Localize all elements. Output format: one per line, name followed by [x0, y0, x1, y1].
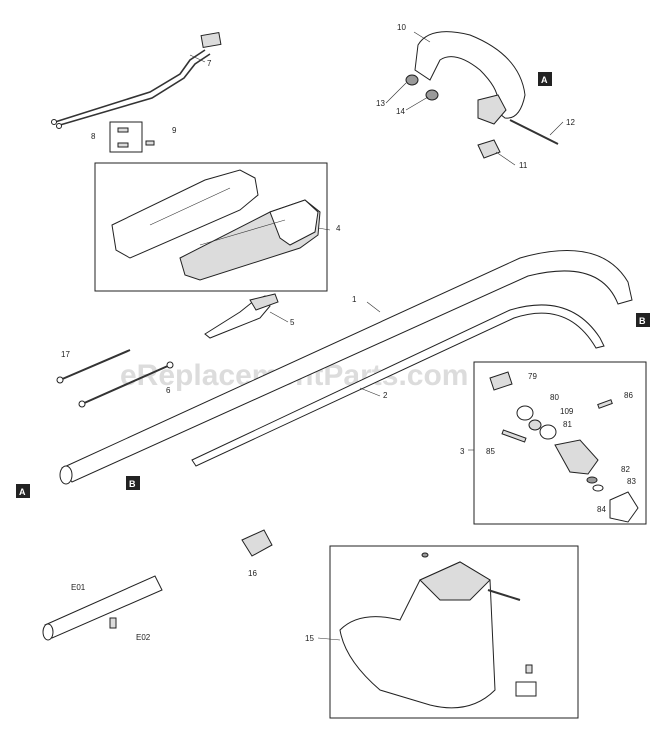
handle-assembly-box — [94, 162, 328, 292]
loop-handle — [405, 31, 559, 159]
part-label-17: 17 — [61, 350, 70, 359]
marker-a-top-label: A — [541, 75, 548, 85]
screw-box — [109, 121, 143, 153]
marker-a-left: A — [16, 484, 30, 498]
main-tube — [59, 249, 633, 485]
part-label-13: 13 — [376, 99, 385, 108]
part-label-2: 2 — [383, 391, 388, 400]
guard-box — [329, 545, 579, 719]
part-label-11: 11 — [519, 161, 528, 170]
gear-assembly-box — [473, 361, 647, 525]
part-label-4: 4 — [336, 224, 341, 233]
part-label-85: 85 — [486, 447, 495, 456]
part-label-84: 84 — [597, 505, 606, 514]
handle-housing — [111, 169, 321, 281]
part-label-16: 16 — [248, 569, 257, 578]
part-label-10: 10 — [397, 23, 406, 32]
part-label-80: 80 — [550, 393, 559, 402]
part-label-3: 3 — [460, 447, 465, 456]
wire-harness — [51, 31, 222, 129]
marker-b-right-label: B — [639, 316, 646, 326]
part-labels: 10 7 13 14 12 9 8 11 4 1 5 17 79 6 2 80 … — [61, 23, 636, 643]
part-label-83: 83 — [627, 477, 636, 486]
throttle-lever — [204, 293, 279, 339]
part-label-9: 9 — [172, 126, 177, 135]
part-label-8: 8 — [91, 132, 96, 141]
part-label-1: 1 — [352, 295, 357, 304]
cables — [56, 349, 174, 408]
part-label-5: 5 — [290, 318, 295, 327]
marker-b-right: B — [636, 313, 650, 327]
part-label-79: 79 — [528, 372, 537, 381]
part-label-12: 12 — [566, 118, 575, 127]
part-label-6: 6 — [166, 386, 171, 395]
drive-shaft — [191, 304, 605, 467]
guard — [339, 552, 537, 709]
extension-tube — [42, 575, 163, 641]
gear-parts — [489, 371, 639, 523]
leader-lines — [189, 31, 564, 641]
marker-b-left: B — [126, 476, 140, 490]
part-label-14: 14 — [396, 107, 405, 116]
part-label-15: 15 — [305, 634, 314, 643]
part-label-109: 109 — [560, 407, 574, 416]
screw-set — [117, 127, 155, 148]
marker-a-top: A — [538, 72, 552, 86]
part-label-82: 82 — [621, 465, 630, 474]
marker-b-left-label: B — [129, 479, 136, 489]
part-label-81: 81 — [563, 420, 572, 429]
part-label-E02: E02 — [136, 633, 151, 642]
cap — [241, 529, 273, 557]
part-label-7: 7 — [207, 59, 212, 68]
part-label-86: 86 — [624, 391, 633, 400]
marker-a-left-label: A — [19, 487, 26, 497]
part-label-E01: E01 — [71, 583, 86, 592]
